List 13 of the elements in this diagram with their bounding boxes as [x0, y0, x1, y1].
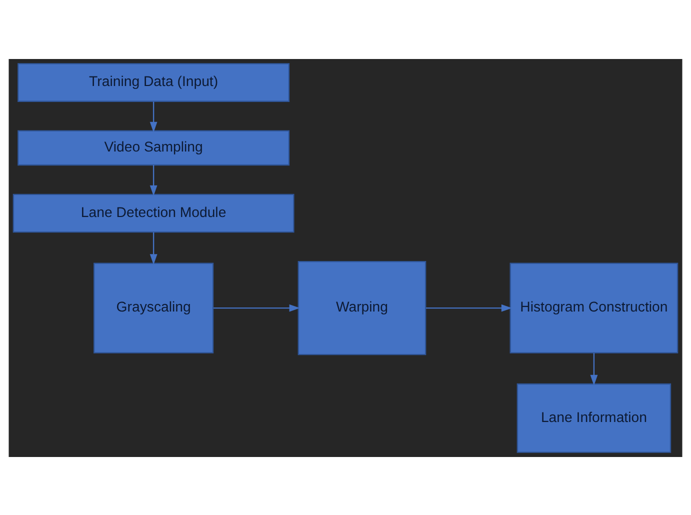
node-box: Lane Information: [516, 382, 672, 452]
node-box: Grayscaling: [94, 262, 214, 353]
arrow: [150, 232, 158, 264]
arrow: [150, 164, 158, 196]
arrow: [590, 352, 598, 386]
arrow: [426, 304, 512, 312]
node-box: Histogram Construction: [510, 262, 678, 353]
node-box: Warping: [298, 260, 426, 355]
arrow: [150, 101, 158, 132]
node-box: Video Sampling: [18, 130, 290, 166]
arrow: [213, 304, 300, 312]
node-box: Training Data (Input): [18, 62, 290, 102]
node-box: Lane Detection Module: [12, 193, 294, 232]
